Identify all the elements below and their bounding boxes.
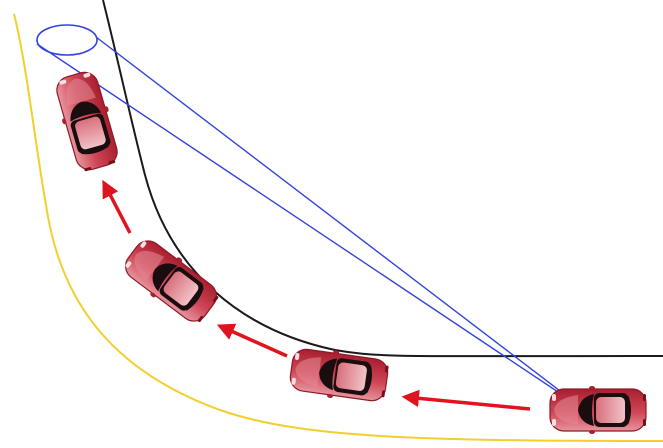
road-inner-edge-line bbox=[102, 0, 663, 358]
motion-arrow-2 bbox=[216, 323, 288, 358]
target-ellipse-marker bbox=[36, 24, 98, 56]
motion-arrow-1 bbox=[401, 389, 531, 411]
road-outer-edge-line bbox=[13, 13, 663, 442]
sight-line-lower bbox=[36, 43, 586, 411]
sight-lines bbox=[36, 36, 586, 411]
sight-line-upper bbox=[95, 36, 586, 411]
car-position-1 bbox=[549, 385, 647, 435]
motion-arrows bbox=[102, 179, 531, 411]
motion-arrow-3 bbox=[102, 179, 132, 234]
